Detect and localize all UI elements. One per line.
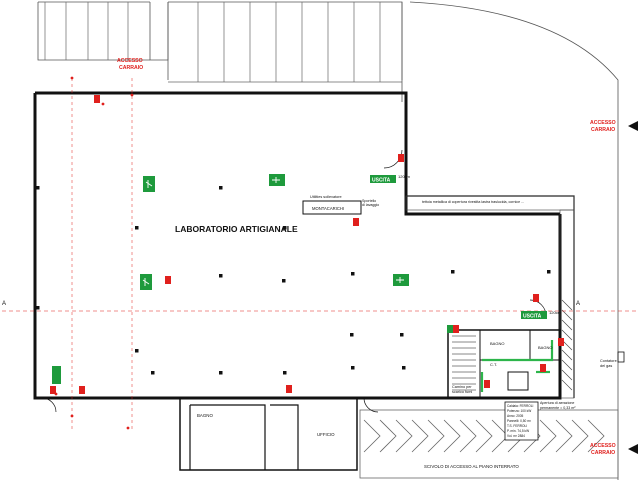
width-label: 120cm (549, 310, 562, 315)
grid-lines (71, 78, 133, 430)
ramp-hatch (359, 409, 619, 479)
montacarichi-label: MONTACARICHI (312, 206, 344, 211)
camino-label-2: scarico fumi (452, 390, 472, 394)
width-label: 120cm (398, 174, 411, 179)
parking-stalls (44, 2, 402, 83)
utilities-label: Utilities sollevatore (310, 195, 342, 199)
exit-sign-right: USCITA 120cm (521, 310, 562, 320)
section-a-right: A (576, 301, 580, 307)
sportello-label-2: di lavaggio (362, 203, 379, 207)
cert-line: Pannelli: 0,50 m² (507, 419, 531, 423)
freight-lift (302, 200, 362, 215)
canopy-note: tettoia metallica di copertura rivestita… (422, 200, 524, 204)
cert-line: P. min. 74,5 kW (507, 429, 529, 433)
camino-label-1: Camino per (452, 385, 472, 389)
accesso-bottom-line2: CARRAIO (591, 450, 615, 456)
site-outline (37, 1, 619, 480)
main-room-label: LABORATORIO ARTIGIANALE (175, 224, 298, 234)
accesso-right-line2: CARRAIO (591, 127, 615, 133)
canopy-strip (405, 195, 575, 399)
boiler-cert-box: Caldaia: FERROLI Potenza: 100 kW Anno: 2… (504, 401, 539, 441)
ct-label: C.T. (490, 362, 497, 367)
arrow-right-bottom-icon (628, 444, 638, 454)
contatore-label-2: del gas (600, 364, 612, 368)
building-walls (33, 91, 575, 471)
exit-sign-upper: USCITA 120cm (370, 174, 411, 184)
accesso-right-line1: ACCESSO (590, 120, 616, 126)
apertura-label-2: permanente = 0,33 m² (540, 406, 576, 410)
arrow-right-top-icon (628, 121, 638, 131)
accesso-top-line2: CARRAIO (119, 65, 143, 71)
small-red-marks (54, 76, 134, 430)
uscita-label: USCITA (523, 314, 542, 320)
fire-extinguisher-icon (50, 95, 564, 394)
exit-pictogram-marks (142, 177, 404, 286)
cert-line: Potenza: 100 kW (507, 409, 531, 413)
accesso-top-line1: ACCESSO (117, 58, 143, 64)
emergency-exit-icon (52, 174, 457, 384)
contatore-label-1: Contatore (600, 359, 617, 363)
cert-line: T.S. FERROLI (507, 424, 527, 428)
gas-meter (617, 351, 625, 363)
door-swings (41, 149, 547, 413)
cert-line: Vol. m³ 2884 (507, 434, 525, 438)
uscita-label: USCITA (372, 178, 391, 184)
cert-line: Anno: 2005 (507, 414, 524, 418)
apertura-label-1: Apertura di aerazione (540, 401, 574, 405)
bagno-bottom-label: BAGNO (197, 413, 213, 418)
cert-line: Caldaia: FERROLI (507, 404, 534, 408)
bagno-right2-label: BAGNO (538, 345, 552, 350)
section-a-left: A (2, 301, 6, 307)
ramp-label: SCIVOLO DI ACCESSO AL PIANO INTERRATO (424, 464, 519, 469)
bagno-right-label: BAGNO (490, 341, 504, 346)
sportello-label-1: Sportello (362, 199, 376, 203)
accesso-bottom-line1: ACCESSO (590, 443, 616, 449)
ufficio-label: UFFICIO (317, 432, 335, 437)
